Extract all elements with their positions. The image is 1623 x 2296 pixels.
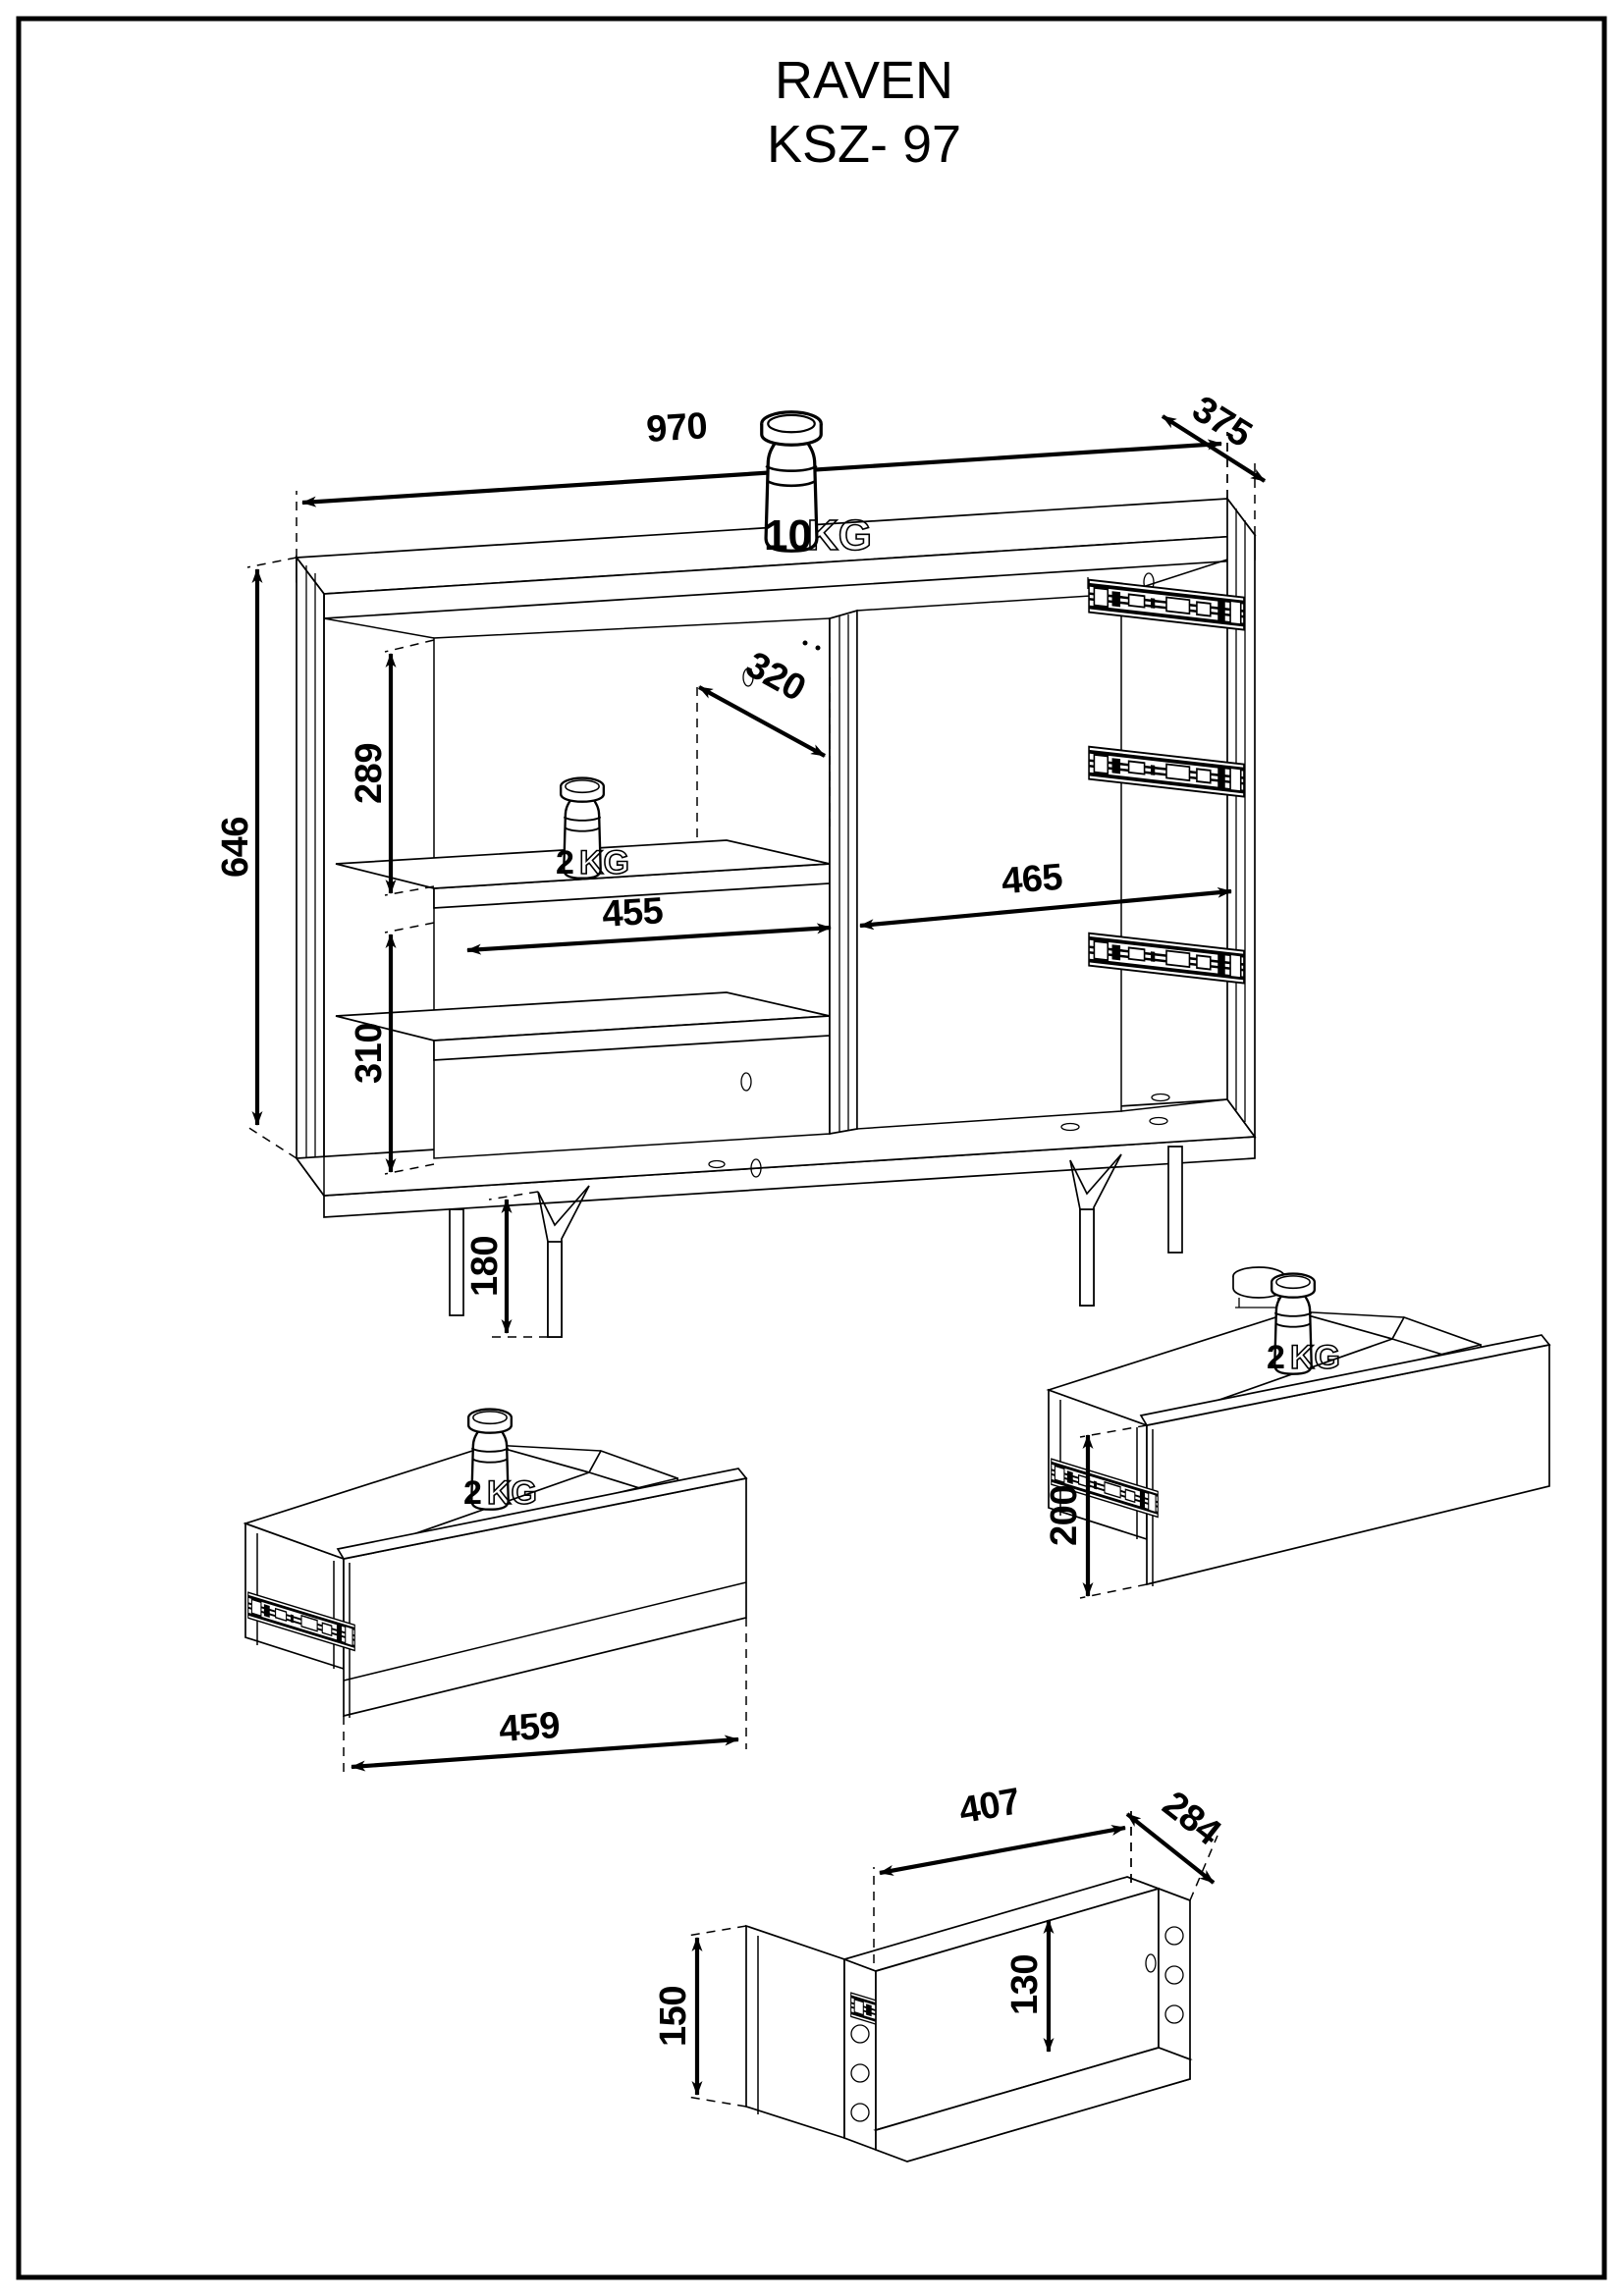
load-label-drawer-left-2kg: 2 KG xyxy=(463,1408,538,1513)
dowel-hole xyxy=(1060,1122,1080,1132)
drawer-box-detail-figure: 407 284 130 150 xyxy=(653,1781,1228,2163)
load-value-shelf: 2 xyxy=(556,844,574,881)
pilot-hole xyxy=(815,645,821,651)
drawer-right-front-top-edge xyxy=(1139,1334,1551,1426)
dimension-label-drawer-front-height: 200 xyxy=(1044,1485,1085,1546)
screw-hole xyxy=(850,2103,870,2122)
left-side-outer xyxy=(296,555,325,1199)
drawer-box-bottom-edge xyxy=(875,2047,1191,2163)
dowel-hole xyxy=(1149,1116,1168,1126)
dowel-hole xyxy=(1151,1093,1170,1102)
dowel-hole xyxy=(740,1072,752,1092)
cabinet-left-side-panel xyxy=(296,555,325,1199)
page-title-line-2: KSZ- 97 xyxy=(767,115,961,174)
centre-divider-panel xyxy=(829,609,858,1136)
load-unit-top: KG xyxy=(807,511,872,560)
screw-hole xyxy=(1164,1926,1184,1946)
cabinet-drawer-slide-rails xyxy=(1087,577,1245,985)
dimension-box-front-height-150: 150 xyxy=(653,1925,747,2108)
cabinet-right-side-panel xyxy=(1226,496,1256,1140)
pilot-hole xyxy=(802,640,808,646)
load-label-top-10kg: 10 KG xyxy=(760,410,873,561)
dimension-leg-height-180: 180 xyxy=(464,1191,548,1338)
dimension-label-carcass-height: 646 xyxy=(215,817,256,878)
drawer-box-right-side-board xyxy=(1158,1887,1191,2061)
dowel-hole xyxy=(708,1159,726,1169)
dimension-drawer-front-width-459: 459 xyxy=(343,1618,747,1779)
screw-hole xyxy=(1164,1965,1184,1985)
dimension-label-width: 970 xyxy=(645,405,708,451)
drawer-assembly-right-figure: 200 2 KG xyxy=(1044,1272,1551,1599)
dimension-label-leg-height: 180 xyxy=(464,1236,506,1297)
drawer-left-front-top-edge xyxy=(336,1468,748,1560)
dimension-right-bay-465: 465 xyxy=(859,857,1232,931)
dimension-upper-289: 289 xyxy=(349,639,435,896)
dimension-label-box-front-height: 150 xyxy=(653,1986,694,2047)
load-unit-drawer-right: KG xyxy=(1290,1339,1340,1376)
leg-post xyxy=(1079,1208,1095,1307)
dimension-height-646: 646 xyxy=(215,557,298,1159)
leg-post xyxy=(1167,1146,1183,1254)
right-side-panel xyxy=(1226,496,1256,1140)
cabinet-centre-divider xyxy=(829,609,858,1136)
screw-hole xyxy=(850,2063,870,2083)
drawer-assembly-left-figure: 459 2 KG xyxy=(243,1408,748,1779)
dimension-label-box-width: 407 xyxy=(956,1781,1023,1832)
load-unit-shelf: KG xyxy=(579,844,629,881)
dimension-box-side-height-130: 130 xyxy=(1004,1919,1055,2053)
dowel-hole xyxy=(750,1158,762,1178)
dimension-lower-310: 310 xyxy=(349,922,435,1175)
drawer-box-front-panel xyxy=(745,1924,845,2140)
load-value-top: 10 xyxy=(764,511,812,560)
load-label-shelf-2kg: 2 KG xyxy=(556,776,630,882)
dimension-label-upper-compartment: 289 xyxy=(349,743,390,804)
dimension-label-box-side-height: 130 xyxy=(1004,1954,1046,2015)
load-unit-drawer-left: KG xyxy=(487,1474,537,1512)
leg-post xyxy=(449,1208,464,1316)
main-cabinet-figure: 970 375 646 289 310 xyxy=(215,389,1285,1338)
dimension-label-left-bay: 455 xyxy=(601,890,665,935)
dowel-hole xyxy=(742,667,754,687)
leg-post xyxy=(547,1241,563,1338)
page-border xyxy=(16,16,1607,2280)
screw-hole xyxy=(1164,2004,1184,2024)
screw-hole xyxy=(850,2024,870,2044)
dimension-label-right-bay: 465 xyxy=(1001,857,1064,903)
page-title-line-1: RAVEN xyxy=(775,51,953,110)
right-bay-back-panel xyxy=(856,593,1122,1130)
dimension-left-bay-455: 455 xyxy=(466,890,832,955)
load-label-drawer-right-2kg: 2 KG xyxy=(1267,1272,1341,1377)
cabinet-interior-right-bay xyxy=(856,559,1228,1130)
dowel-hole xyxy=(1145,1953,1157,1973)
load-value-drawer-right: 2 xyxy=(1267,1339,1285,1376)
dimension-label-lower-compartment: 310 xyxy=(349,1023,390,1084)
cabinet-interior-left-bay xyxy=(323,594,831,1196)
load-value-drawer-left: 2 xyxy=(463,1474,482,1512)
dimension-label-drawer-front-width: 459 xyxy=(498,1705,562,1750)
dimension-drawer-front-height-200: 200 xyxy=(1044,1424,1148,1599)
